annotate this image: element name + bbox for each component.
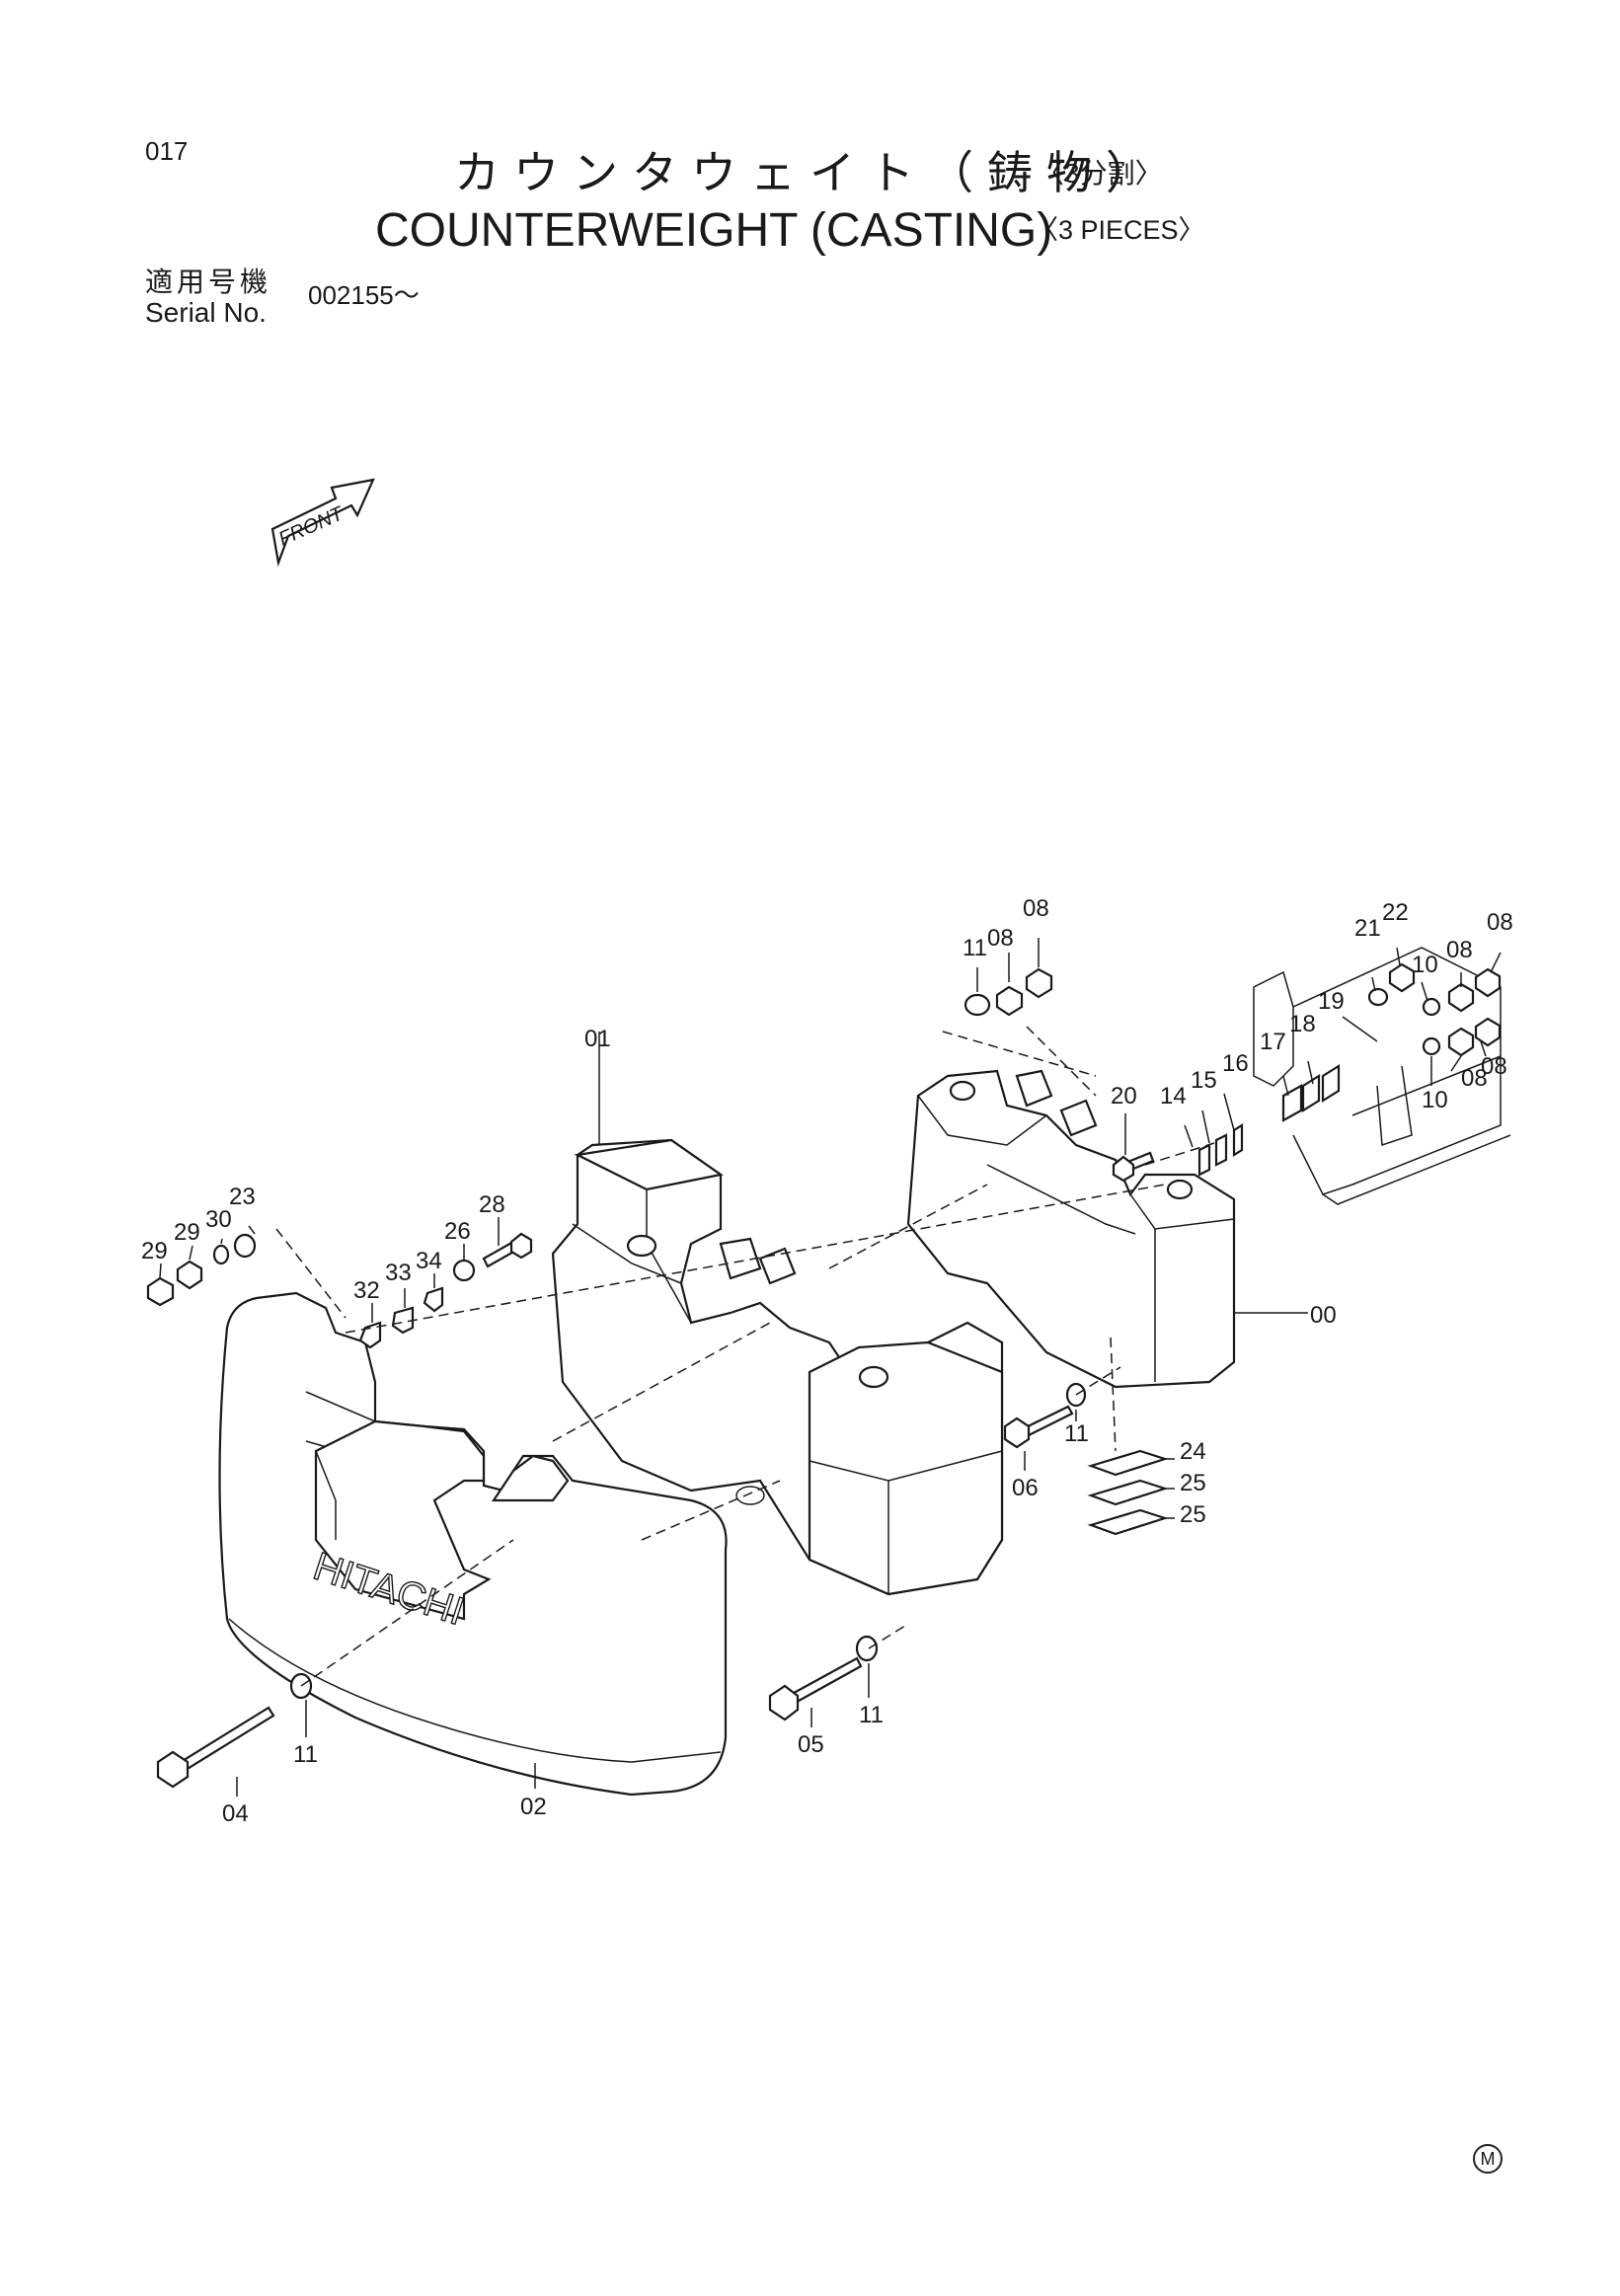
callout-label: 30 — [205, 1206, 232, 1233]
corner-mark: M — [1473, 2144, 1503, 2174]
page-title-english: COUNTERWEIGHT (CASTING) — [375, 204, 1053, 257]
assembly-guide-lines — [275, 1026, 1215, 1687]
callout-label: 11 — [1064, 1420, 1089, 1447]
callout-label: 08 — [1023, 895, 1049, 922]
callout-label: 18 — [1289, 1011, 1316, 1037]
callout-label: 01 — [584, 1026, 611, 1052]
callout-label: 33 — [385, 1260, 412, 1286]
page-number: 017 — [145, 136, 189, 166]
serial-label-japanese: 適用号機 — [145, 267, 272, 297]
serial-label-english: Serial No. — [145, 297, 267, 328]
callout-label: 00 — [1310, 1302, 1337, 1329]
page-subtitle-english: 〈3 PIECES〉 — [1032, 215, 1205, 245]
page-title-japanese: カウンタウェイト（鋳物） — [454, 147, 1165, 198]
front-arrow-icon: FRONT — [270, 478, 375, 568]
callout-label: 08 — [1487, 909, 1513, 936]
callout-label: 11 — [859, 1702, 884, 1728]
callout-label: 21 — [1354, 915, 1381, 942]
callout-label: 25 — [1180, 1501, 1206, 1528]
callout-label: 22 — [1382, 899, 1409, 926]
page-subtitle-japanese: 〈3分割〉 — [1037, 158, 1163, 189]
counterweight-center-part-01 — [551, 1138, 1004, 1596]
callout-label: 29 — [174, 1219, 200, 1246]
bolt-05-icon — [768, 1656, 863, 1722]
callout-label: 17 — [1260, 1029, 1286, 1055]
counterweight-rear-part-00 — [906, 1069, 1236, 1389]
callout-label: 19 — [1318, 988, 1345, 1015]
callout-label: 14 — [1160, 1083, 1187, 1110]
callout-label: 08 — [1481, 1053, 1507, 1080]
callout-label: 08 — [1446, 937, 1473, 963]
callout-label: 25 — [1180, 1470, 1206, 1496]
callout-label: 11 — [293, 1741, 318, 1768]
callout-label: 32 — [353, 1277, 380, 1304]
callout-labels: 00 01 02 04 05 06 08 08 08 08 08 08 10 1… — [141, 895, 1513, 1827]
callout-label: 05 — [798, 1731, 824, 1758]
callout-label: 02 — [520, 1794, 547, 1820]
callout-label: 10 — [1422, 1087, 1448, 1113]
counterweight-front-part-02: HITACHI — [218, 1291, 728, 1797]
callout-label: 15 — [1191, 1067, 1217, 1094]
callout-label: 16 — [1222, 1050, 1249, 1077]
callout-label: 29 — [141, 1238, 168, 1264]
bolt-28-icon — [482, 1232, 533, 1268]
serial-number-value: 002155～ — [308, 280, 420, 310]
callout-leader-lines — [159, 938, 1502, 1797]
bolt-04-icon — [156, 1706, 275, 1789]
callout-label: 34 — [416, 1248, 442, 1274]
callout-label: 20 — [1111, 1083, 1137, 1110]
callout-label: 06 — [1012, 1475, 1039, 1501]
callout-label: 10 — [1412, 952, 1438, 978]
callout-label: 26 — [444, 1218, 471, 1245]
washer-nut-hardware — [146, 962, 1502, 1700]
callout-label: 28 — [479, 1191, 505, 1218]
callout-label: 11 — [963, 935, 987, 961]
bolt-06-icon — [1003, 1405, 1074, 1449]
callout-label: 08 — [1461, 1065, 1488, 1092]
callout-label: 23 — [229, 1184, 256, 1210]
callout-label: 08 — [987, 925, 1014, 952]
bolt-20-icon — [1112, 1151, 1155, 1183]
frame-bracket — [1253, 947, 1511, 1205]
callout-label: 04 — [222, 1800, 249, 1827]
callout-label: 24 — [1180, 1438, 1206, 1465]
shim-plates — [1087, 1449, 1169, 1536]
